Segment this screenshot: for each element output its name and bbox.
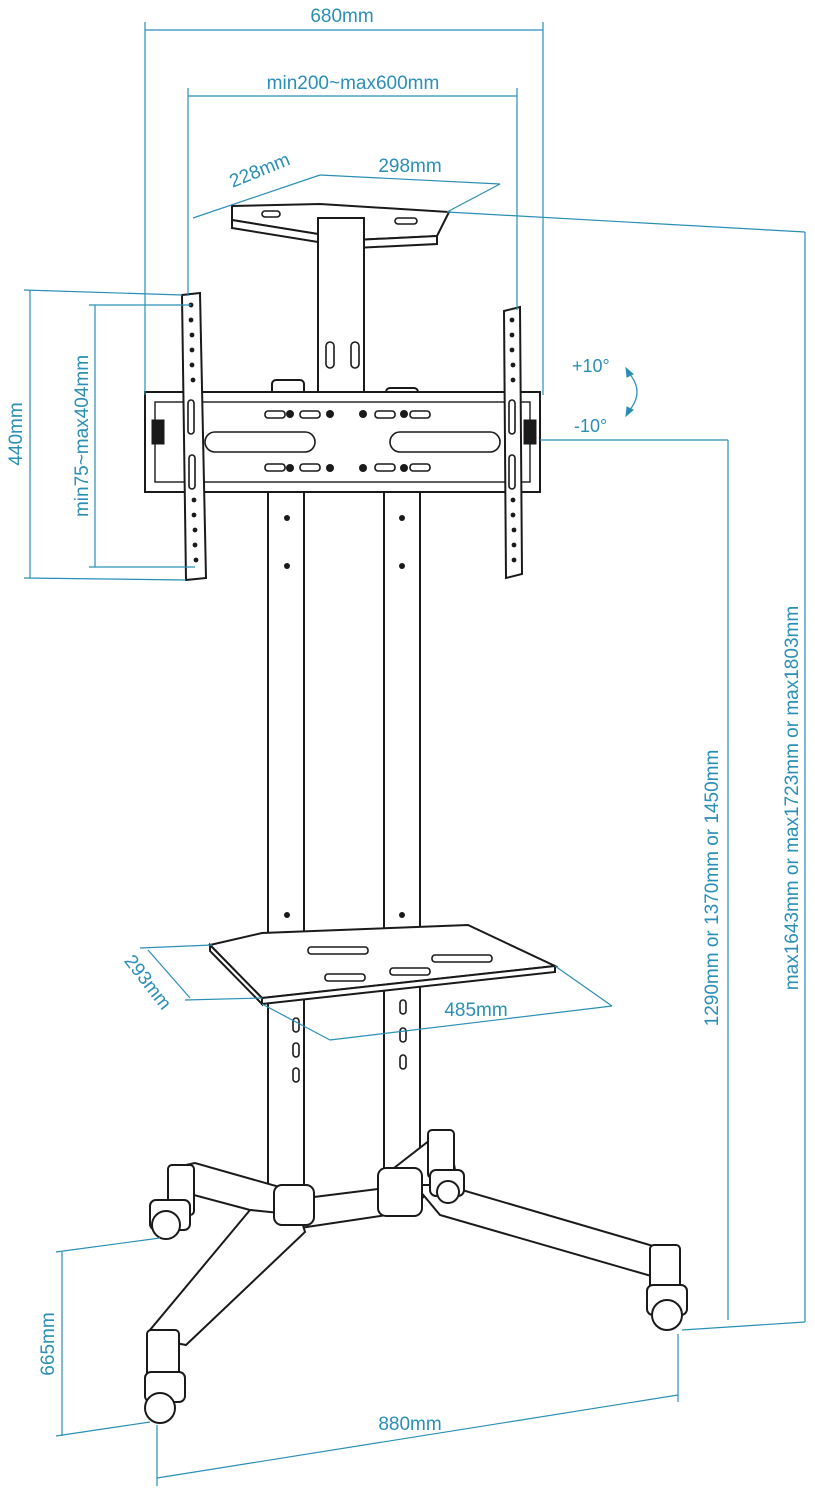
tilt-indicator: +10° -10° <box>572 356 638 436</box>
tilt-down-label: -10° <box>574 416 607 436</box>
tilt-arc <box>627 371 638 413</box>
base-width-label: 880mm <box>378 1414 441 1435</box>
tilt-up-label: +10° <box>572 356 610 376</box>
bracket-center-height-label: 1290mm or 1370mm or 1450mm <box>702 750 723 1027</box>
left-tv-arm <box>180 291 208 582</box>
vesa-horizontal-label: min200~max600mm <box>267 73 440 94</box>
vesa-vertical-label: min75~max404mm <box>72 355 93 517</box>
total-height-label: max1643mm or max1723mm or max1803mm <box>782 606 803 990</box>
vertical-poles <box>267 491 421 1198</box>
lower-shelf-depth-label: 293mm <box>120 951 176 1014</box>
wall-plate-bracket <box>144 379 541 493</box>
right-tv-arm <box>502 305 524 580</box>
tv-stand-drawing <box>144 202 688 1424</box>
top-camera-shelf <box>231 202 451 399</box>
top-shelf-width-label: 298mm <box>378 156 441 177</box>
lower-shelf-width-label: 485mm <box>444 1000 507 1021</box>
top-shelf-depth-label: 228mm <box>227 149 294 192</box>
bracket-height-label: 440mm <box>6 402 27 465</box>
casters <box>144 1169 688 1424</box>
dimension-lines <box>23 22 806 1486</box>
wheeled-base <box>144 1129 688 1424</box>
overall-width-label: 680mm <box>310 6 373 27</box>
lower-shelf <box>208 923 559 1007</box>
base-depth-label: 665mm <box>38 1312 59 1375</box>
